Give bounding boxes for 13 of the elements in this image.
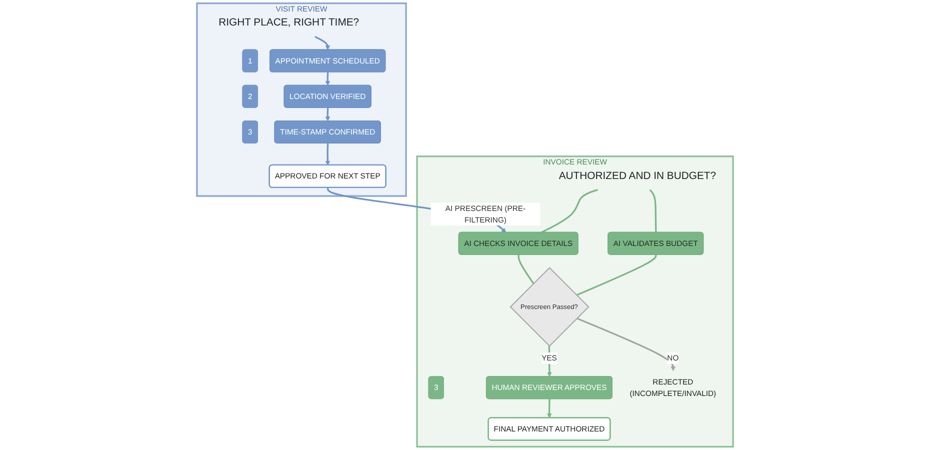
connector (518, 254, 534, 284)
arrow (546, 399, 552, 418)
arrow (314, 36, 330, 50)
arrow (325, 108, 330, 122)
arrow (325, 72, 330, 86)
node-text: RIGHT PLACE, RIGHT TIME? (218, 16, 360, 28)
arrow (325, 143, 330, 166)
node-text: AUTHORIZED AND IN BUDGET? (558, 170, 716, 182)
arrow (576, 318, 676, 372)
connector (576, 254, 657, 296)
arrow (547, 346, 552, 377)
connector (649, 189, 657, 232)
connector (540, 188, 598, 234)
